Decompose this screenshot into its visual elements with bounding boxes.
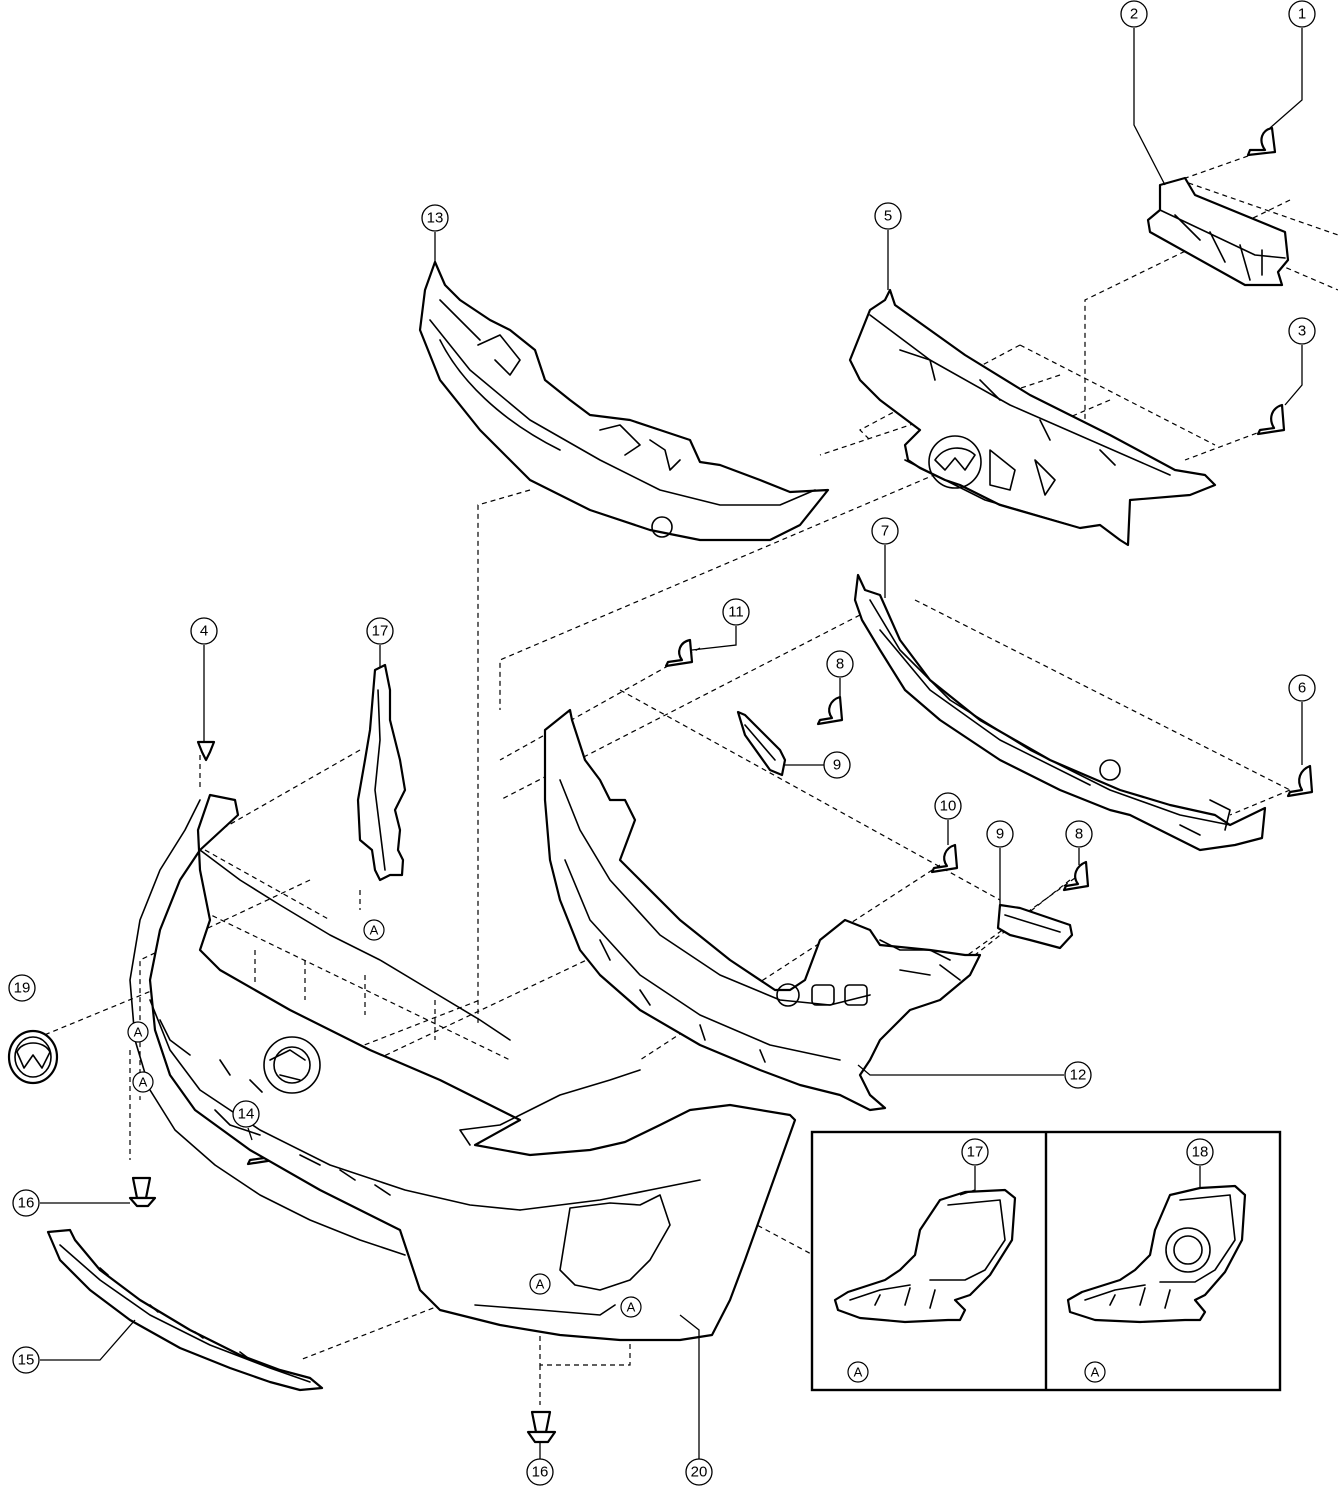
ref-mark-a-cover-bottom-left: A	[529, 1273, 551, 1295]
part-grille-support	[848, 288, 1217, 547]
svg-text:A: A	[536, 1277, 545, 1292]
svg-text:12: 12	[1070, 1067, 1087, 1084]
callout-4: 4	[190, 617, 218, 645]
part-fog-bezel-lamp	[1066, 1184, 1247, 1324]
svg-text:A: A	[627, 1300, 636, 1315]
svg-text:A: A	[1091, 1365, 1100, 1380]
callout-20: 20	[685, 1458, 713, 1486]
callout-5: 5	[874, 202, 902, 230]
callout-17-inset: 17	[961, 1138, 989, 1166]
fastener-clip-icon	[128, 126, 1314, 1444]
callout-18: 18	[1186, 1138, 1214, 1166]
callout-3: 3	[1288, 317, 1316, 345]
callout-8-upper: 8	[826, 650, 854, 678]
svg-text:8: 8	[1075, 826, 1083, 843]
svg-text:6: 6	[1298, 680, 1306, 697]
svg-text:9: 9	[996, 826, 1004, 843]
svg-text:16: 16	[18, 1195, 35, 1212]
svg-text:10: 10	[940, 798, 957, 815]
svg-text:A: A	[134, 1025, 143, 1040]
callout-15: 15	[12, 1346, 40, 1374]
part-fog-bezel-plain	[833, 1188, 1017, 1324]
part-upper-bracket	[1146, 176, 1290, 287]
svg-text:4: 4	[200, 623, 208, 640]
svg-text:14: 14	[238, 1106, 255, 1123]
part-bumper-bracket	[543, 708, 982, 1112]
callout-16-left: 16	[12, 1189, 40, 1217]
ref-mark-a-inset-right: A	[1084, 1361, 1106, 1383]
leader-lines	[40, 28, 1303, 1472]
svg-text:3: 3	[1298, 323, 1306, 340]
part-small-bracket	[736, 710, 1074, 950]
part-front-bumper-cover	[129, 793, 797, 1342]
svg-text:17: 17	[372, 623, 389, 640]
svg-text:18: 18	[1192, 1144, 1209, 1161]
callout-9-upper: 9	[823, 751, 851, 779]
callout-13: 13	[421, 204, 449, 232]
part-upper-absorber	[418, 260, 830, 542]
svg-text:7: 7	[881, 523, 889, 540]
callout-6: 6	[1288, 674, 1316, 702]
ref-mark-a-cover-bottom-right: A	[620, 1296, 642, 1318]
svg-text:11: 11	[728, 604, 744, 621]
callout-1: 1	[1288, 0, 1316, 28]
svg-text:19: 19	[14, 980, 31, 997]
callout-10: 10	[934, 792, 962, 820]
callout-16-bottom: 16	[526, 1458, 554, 1486]
callout-11: 11	[722, 598, 750, 626]
svg-text:1: 1	[1298, 6, 1306, 23]
callout-17-upper: 17	[366, 617, 394, 645]
svg-text:8: 8	[836, 656, 844, 673]
callout-19: 19	[8, 974, 36, 1002]
svg-text:15: 15	[18, 1352, 35, 1369]
svg-text:A: A	[139, 1075, 148, 1090]
callout-8-lower: 8	[1065, 820, 1093, 848]
ref-mark-a-cover-upper: A	[127, 1021, 149, 1043]
svg-text:20: 20	[691, 1464, 708, 1481]
mazda-emblem-icon	[7, 1029, 59, 1085]
svg-text:5: 5	[884, 208, 892, 225]
part-lower-absorber	[853, 573, 1267, 852]
svg-text:13: 13	[427, 210, 444, 227]
svg-text:2: 2	[1130, 6, 1138, 23]
svg-text:16: 16	[532, 1464, 549, 1481]
callout-12: 12	[1064, 1061, 1092, 1089]
ref-mark-a-cover-lower: A	[132, 1071, 154, 1093]
callout-9-lower: 9	[986, 820, 1014, 848]
callout-14: 14	[232, 1100, 260, 1128]
svg-text:9: 9	[833, 757, 841, 774]
part-side-bracket	[356, 663, 407, 882]
svg-text:17: 17	[967, 1144, 984, 1161]
ref-mark-a-inset-left: A	[847, 1361, 869, 1383]
ref-mark-a-upper-bracket: A	[363, 919, 385, 941]
svg-text:A: A	[370, 923, 379, 938]
part-lower-spoiler	[46, 1228, 324, 1392]
callout-2: 2	[1120, 0, 1148, 28]
svg-text:A: A	[854, 1365, 863, 1380]
callout-7: 7	[871, 517, 899, 545]
